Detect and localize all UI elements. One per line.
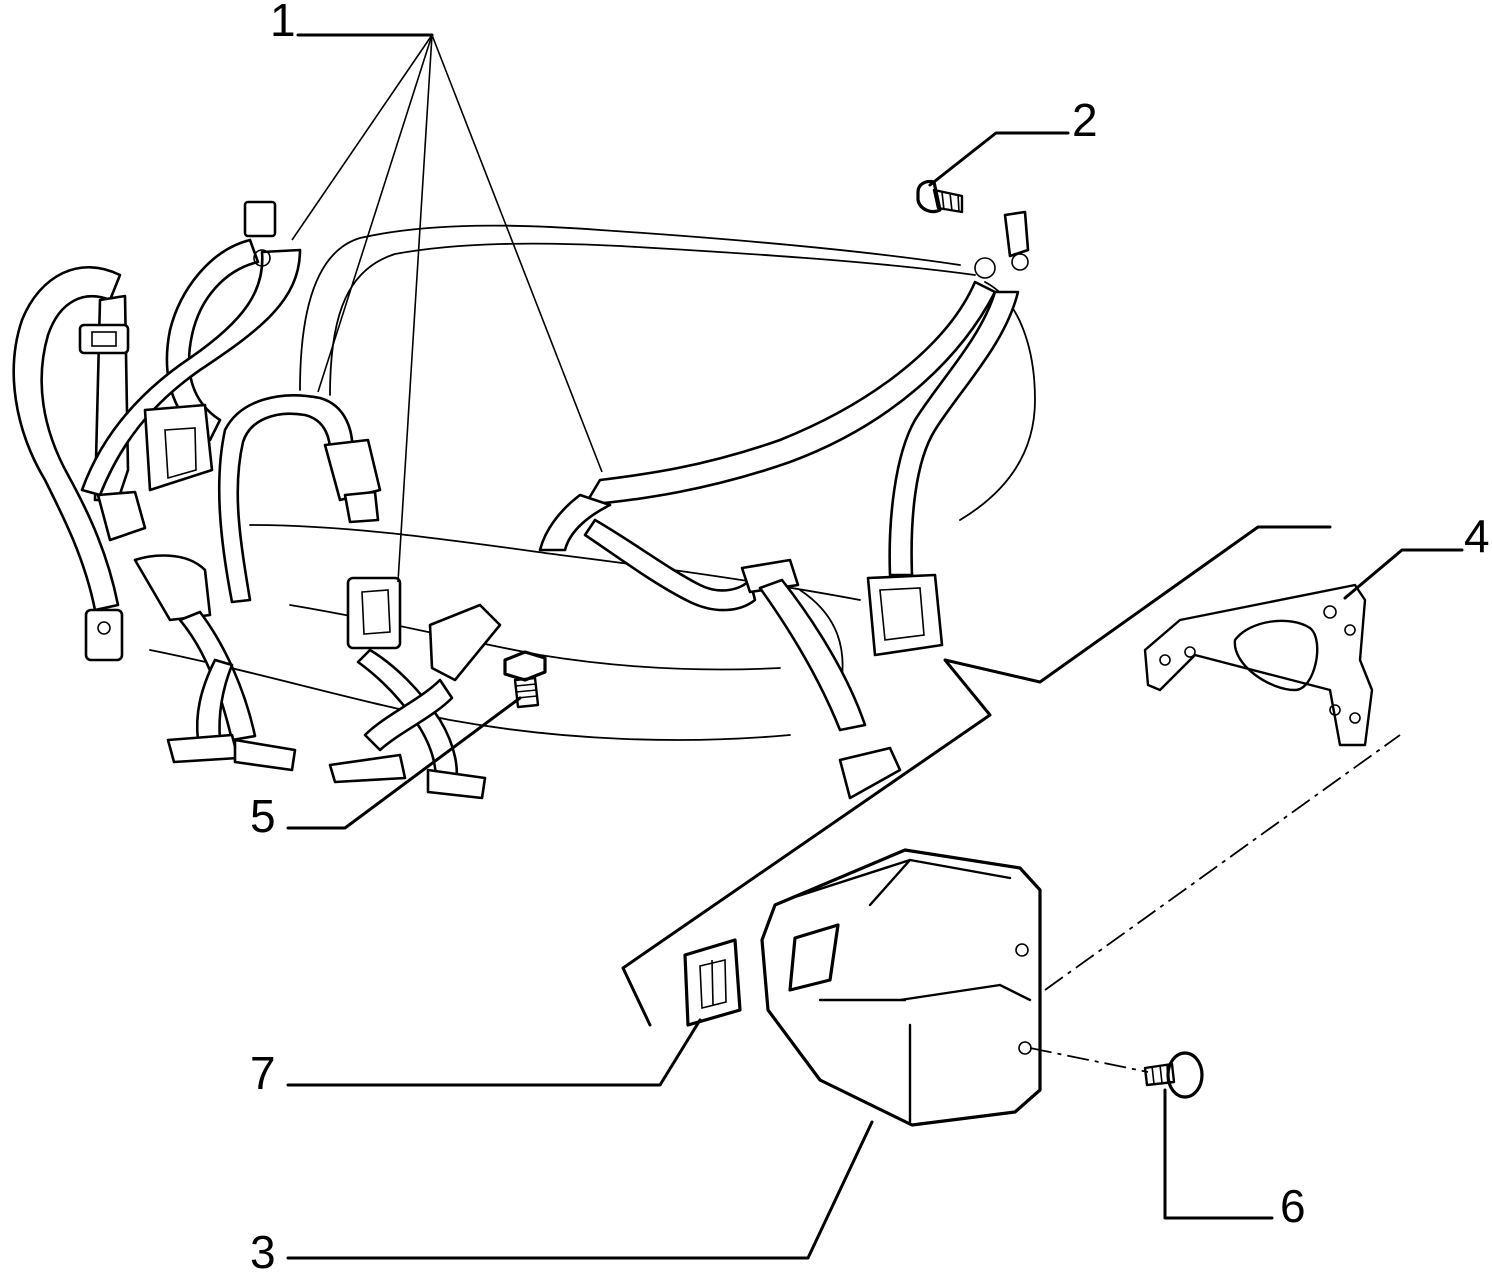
- bracket-part-4: [1143, 583, 1374, 747]
- callout-5: 5: [250, 790, 276, 842]
- insert-part-7: [683, 938, 742, 1027]
- callout-7: 7: [250, 1047, 276, 1099]
- cover-part-3: [760, 848, 1042, 1127]
- center-belt-assembly: [217, 394, 502, 800]
- callout-6: 6: [1280, 1180, 1306, 1232]
- callout-2: 2: [1072, 94, 1098, 146]
- left-belt-assembly: [12, 200, 302, 772]
- assembly-axis-lines: [1029, 734, 1401, 1073]
- bolt-part-2: [916, 179, 964, 214]
- screw-part-5: [503, 650, 547, 709]
- leader-lines: [286, 33, 1464, 1260]
- callout-1: 1: [270, 0, 296, 46]
- callout-4: 4: [1464, 510, 1490, 562]
- screw-part-6: [1143, 1051, 1204, 1099]
- right-belt-assembly: [538, 210, 1030, 800]
- callout-3: 3: [250, 1226, 276, 1274]
- callout-labels: 1 2 4 5 7 6 3: [250, 0, 1490, 1274]
